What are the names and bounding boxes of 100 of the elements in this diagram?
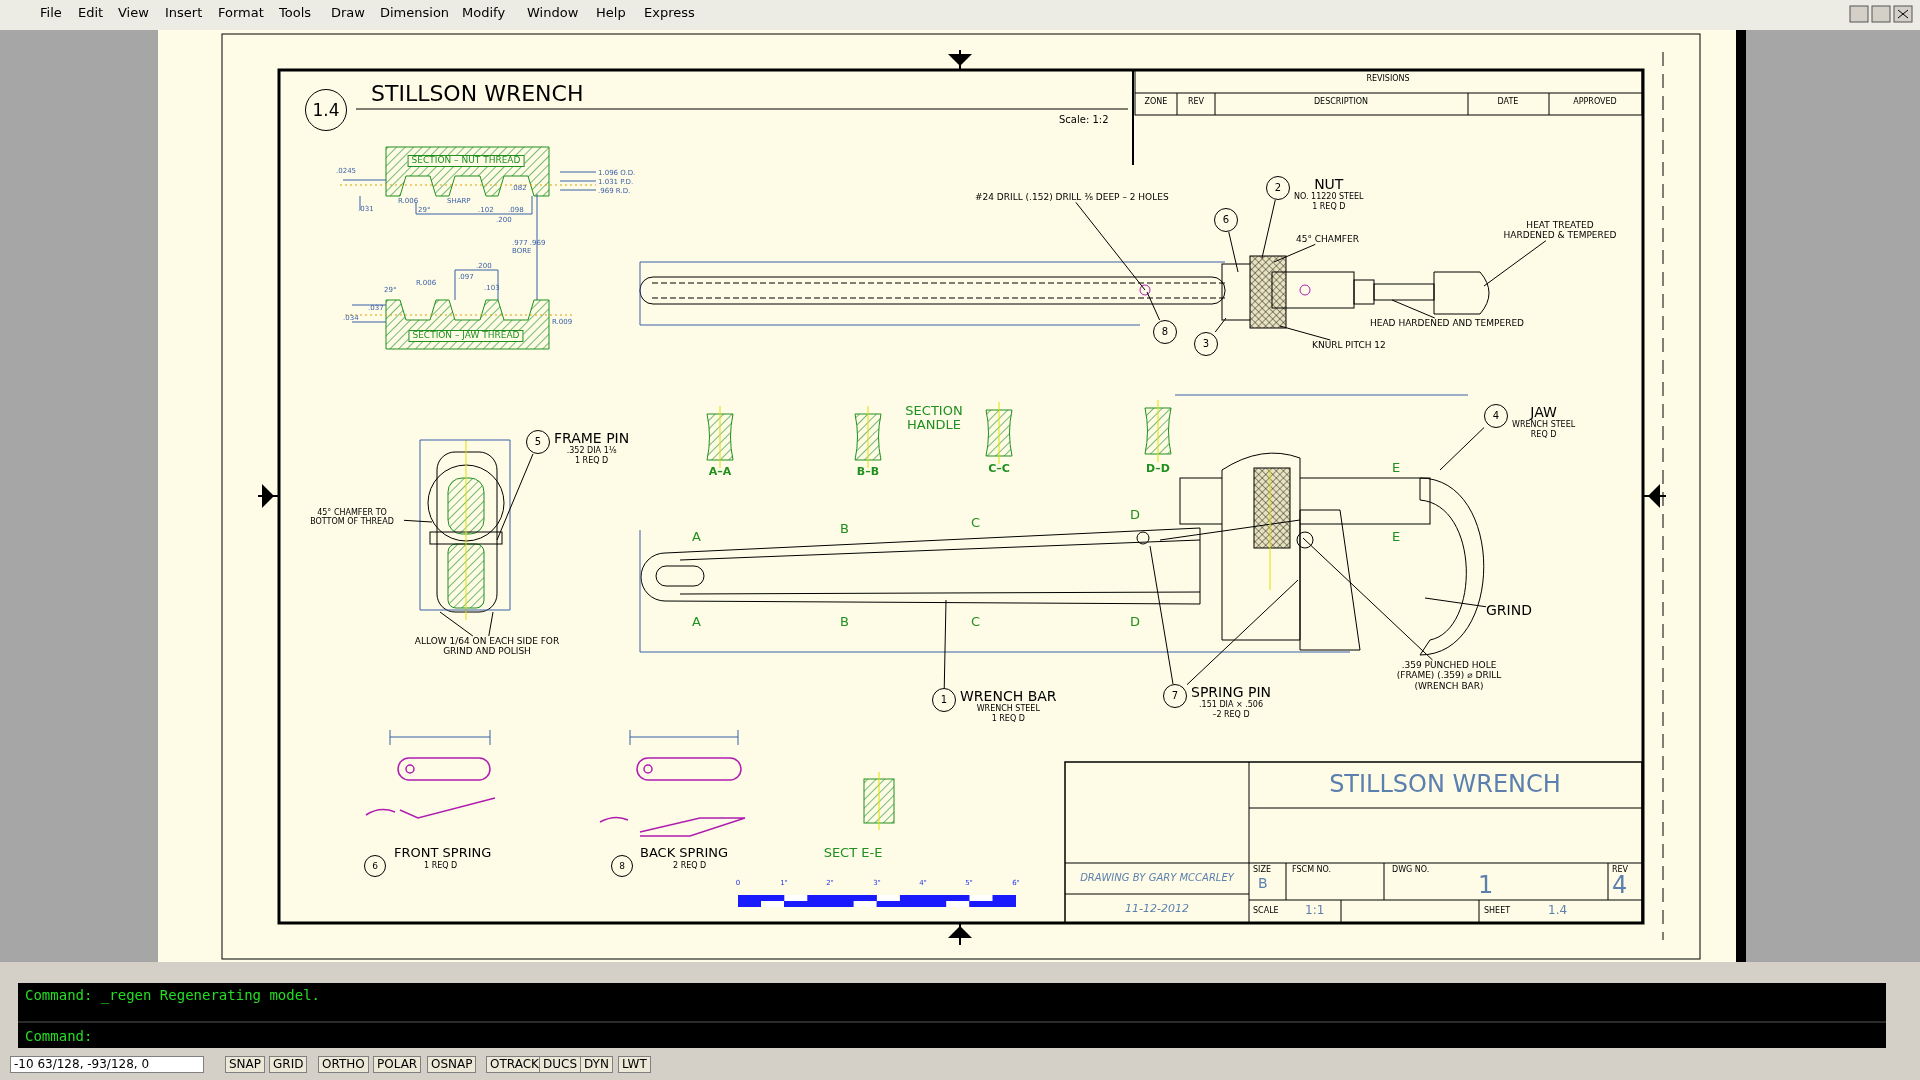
field-label: DWG NO. (1392, 866, 1430, 875)
field-label: SCALE (1253, 907, 1279, 916)
menu-item: Express (644, 6, 695, 21)
drawing-title: STILLSON WRENCH (1329, 771, 1561, 798)
menu-item: Dimension (380, 6, 450, 21)
status-toggle-button: LWT (618, 1056, 651, 1074)
part-name: FRAME PIN (554, 430, 630, 446)
leader-line (1075, 201, 1146, 291)
menu-item: Window (527, 6, 579, 21)
leader-line (1261, 199, 1276, 259)
part-name: FRONT SPRING (394, 846, 492, 861)
menu-item: Help (596, 6, 626, 21)
leader-line (943, 599, 947, 689)
cutting-plane-letter: C (971, 516, 981, 531)
command-line-text: Command: _regen Regenerating model. (25, 988, 320, 1004)
leader-line (1424, 597, 1487, 608)
part-name: JAW (1530, 404, 1557, 420)
status-toggle-button: SNAP (225, 1056, 266, 1074)
leader-line (1483, 240, 1547, 287)
table-header: DATE (1497, 98, 1519, 107)
menu-item: Format (218, 6, 264, 21)
note-text: ALLOW 1/64 ON EACH SIDE FOR GRIND AND POLISH (412, 636, 562, 657)
field-value: B (1258, 876, 1268, 892)
section-label: A–A (708, 466, 732, 479)
status-toggle-button: ORTHO (318, 1056, 369, 1074)
menu-item: View (118, 6, 149, 21)
note-text: 45° CHAMFER TO BOTTOM OF THREAD (300, 508, 404, 527)
status-toggle-button: GRID (269, 1056, 308, 1074)
cutting-plane-letter: A (692, 615, 701, 630)
menu-item: Draw (331, 6, 365, 21)
drawing-title: STILLSON WRENCH (371, 82, 584, 107)
menu-item: File (40, 6, 62, 21)
field-value: 1.4 (1548, 904, 1568, 918)
part-spec: NO. 11220 STEEL (1294, 192, 1364, 202)
part-name: WRENCH BAR (960, 688, 1057, 704)
part-spec: 2 REQ D (673, 862, 707, 871)
status-toggle-button: DYN (580, 1056, 613, 1074)
part-spec: WRENCH STEEL (976, 704, 1040, 714)
leader-line (1439, 427, 1485, 471)
cutting-plane-letter: D (1130, 615, 1140, 630)
note-text: HEAD HARDENED AND TEMPERED (1370, 318, 1525, 329)
cutting-plane-letter: D (1130, 508, 1140, 523)
leader-line (1186, 579, 1299, 686)
section-label: B–B (856, 466, 880, 479)
menu-item: Edit (78, 6, 104, 21)
leader-line (496, 453, 534, 541)
cutting-plane-letter: A (692, 530, 701, 545)
note-text: HEAT TREATED HARDENED & TEMPERED (1500, 220, 1620, 241)
section-title: SECTION – NUT THREAD (407, 155, 525, 167)
cutting-plane-letter: C (971, 615, 981, 630)
leader-line (1273, 243, 1316, 263)
cutting-plane-letter: E (1392, 530, 1401, 545)
table-header: ZONE (1144, 98, 1168, 107)
section-title: SECTION – JAW THREAD (408, 330, 524, 342)
status-toggle-button: POLAR (373, 1056, 422, 1074)
scale-note: Scale: 1:2 (1059, 114, 1109, 125)
leader-line (1214, 317, 1227, 333)
field-label: SHEET (1484, 907, 1511, 916)
part-spec: WRENCH STEEL (1512, 420, 1576, 430)
part-name: BACK SPRING (640, 846, 729, 861)
note-text: 45° CHAMFER (1296, 234, 1359, 245)
leader-line (403, 519, 433, 523)
leader-line (1391, 299, 1436, 319)
leader-line (1279, 325, 1331, 341)
note-text: KNURL PITCH 12 (1312, 340, 1386, 351)
command-line-text: Command: (25, 1029, 93, 1045)
part-name: SPRING PIN (1191, 684, 1271, 700)
part-spec: REQ D (1530, 429, 1557, 440)
field-label: SIZE (1253, 866, 1271, 875)
part-spec: 1 REQ D (991, 713, 1025, 724)
leader-line (488, 611, 494, 637)
part-name: NUT (1314, 176, 1344, 192)
section-label: C–C (988, 463, 1010, 476)
frame-end-view-drawing (419, 439, 511, 621)
table-header: APPROVED (1573, 98, 1617, 107)
cutting-plane-letter: B (840, 522, 849, 537)
field-value: 4 (1612, 872, 1628, 899)
table-header: REV (1187, 98, 1205, 107)
status-toggle-button: OSNAP (427, 1056, 477, 1074)
table-header: DESCRIPTION (1313, 98, 1369, 107)
note-text: .359 PUNCHED HOLE (FRAME) (.359) ⌀ DRILL (WRENCH BAR) (1394, 660, 1504, 692)
menu-item: Tools (279, 6, 312, 21)
status-toggle-button: DUCS (539, 1056, 582, 1074)
field-value: 1 (1478, 872, 1494, 899)
leader-line (1146, 291, 1161, 321)
part-spec: –2 REQ D (1212, 709, 1250, 720)
part-spec: 1 REQ D (424, 862, 458, 871)
cutting-plane-letter: E (1392, 461, 1401, 476)
note-text: #24 DRILL (.152) DRILL ⅜ DEEP – 2 HOLES (975, 192, 1169, 203)
leader-line (439, 611, 474, 637)
menu-item: Insert (165, 6, 203, 21)
drawn-by-note: DRAWING BY GARY MCCARLEY (1080, 872, 1234, 883)
cutting-plane-letter: B (840, 615, 849, 630)
part-spec: .352 DIA 1⅛ (566, 446, 617, 456)
menu-item: Modify (462, 6, 506, 21)
field-value: 1:1 (1305, 904, 1325, 918)
part-spec: 1 REQ D (1312, 201, 1346, 212)
date-text: 11-12-2012 (1125, 903, 1189, 916)
part-spec: 1 REQ D (575, 455, 609, 466)
part-spec: .151 DIA × .506 (1199, 700, 1263, 710)
